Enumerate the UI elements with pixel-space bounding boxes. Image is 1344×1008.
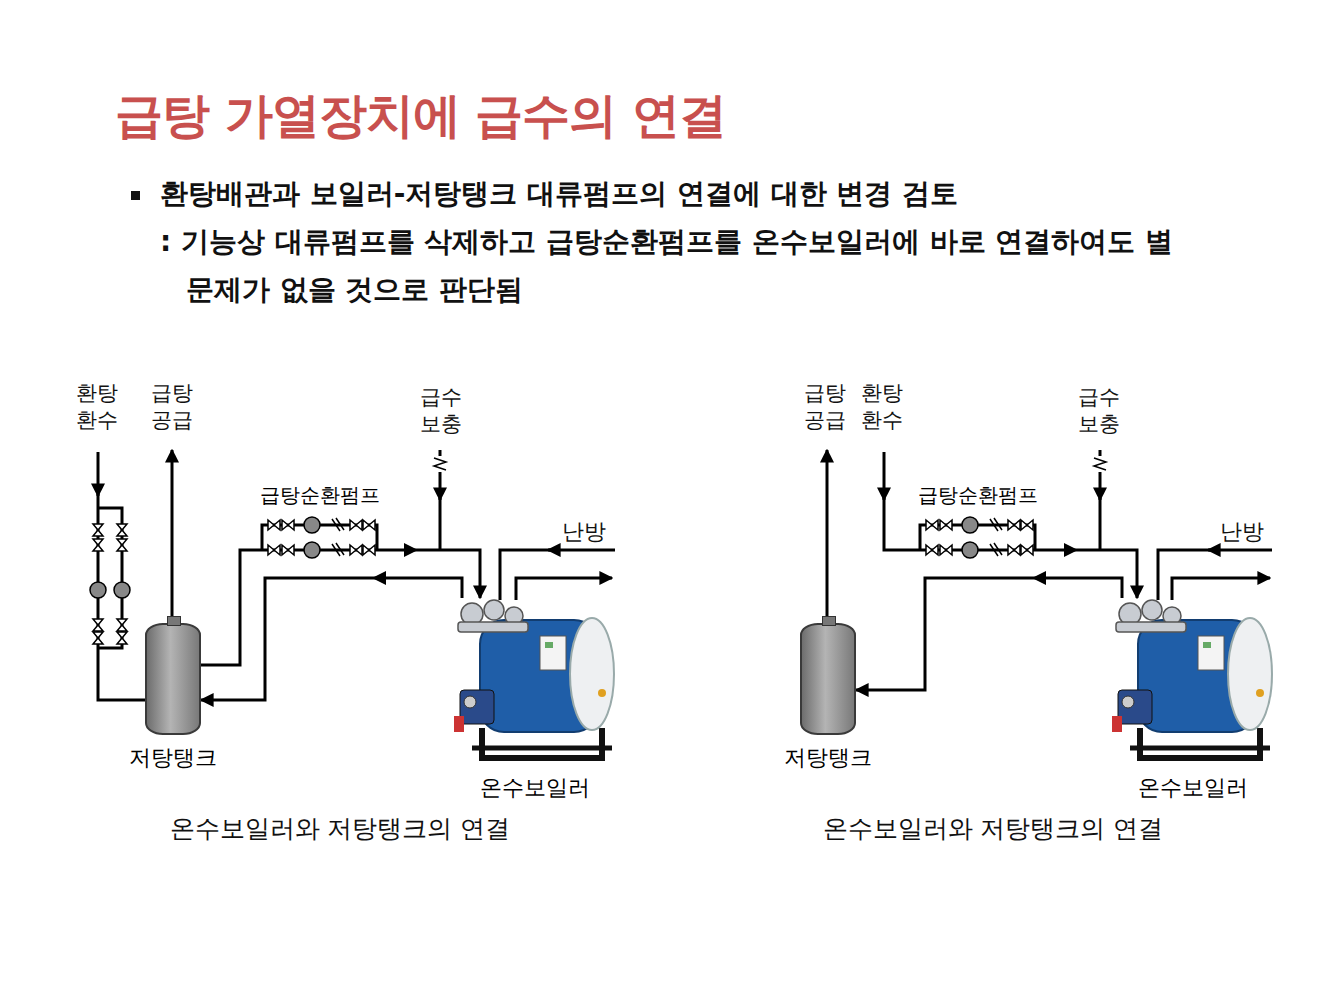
tank-nozzle (167, 616, 181, 626)
tank-nozzle (822, 616, 836, 626)
figure-caption: 온수보일러와 저탕탱크의 연결 (823, 812, 1164, 845)
boiler-node: 온수보일러 (452, 598, 617, 763)
pipe-connector (201, 550, 252, 665)
boiler-illustration (452, 598, 617, 763)
pipe-label: 난방 (1220, 517, 1264, 547)
boiler-illustration (1110, 598, 1275, 763)
slide-title: 급탕 가열장치에 급수의 연결 (115, 84, 726, 148)
tank-node: 저탕탱크 (800, 623, 856, 735)
boiler-node: 온수보일러 (1110, 598, 1275, 763)
tank-label: 저탕탱크 (784, 743, 872, 773)
pipe-connector (856, 578, 1122, 690)
tank-node: 저탕탱크 (145, 623, 201, 735)
pipe-label: 환탕 환수 (858, 380, 906, 435)
pipe-label: 환탕 환수 (73, 380, 121, 435)
tank-label: 저탕탱크 (129, 743, 217, 773)
pump-node: 급탕순환펌프 (252, 482, 387, 567)
pipe-label: 난방 (562, 517, 606, 547)
bullet-square (131, 191, 140, 200)
boiler-label: 온수보일러 (480, 773, 590, 803)
pipe-label: 급탕 공급 (148, 380, 196, 435)
bullet-text: 환탕배관과 보일러-저탕탱크 대류펌프의 연결에 대한 변경 검토 (160, 170, 958, 218)
pump-node: 급탕순환펌프 (910, 482, 1045, 567)
pipe-connector (387, 550, 480, 598)
pipe-connector (201, 578, 462, 700)
pipe-label: 급수 보충 (1075, 384, 1123, 439)
pipe-label: 급수 보충 (417, 384, 465, 439)
figure-caption: 온수보일러와 저탕탱크의 연결 (170, 812, 511, 845)
pipe-label: 급탕 공급 (801, 380, 849, 435)
pump-label: 급탕순환펌프 (908, 482, 1047, 509)
note-text: : 기능상 대류펌프를 삭제하고 급탕순환펌프를 온수보일러에 바로 연결하여도… (160, 218, 1196, 314)
boiler-label: 온수보일러 (1138, 773, 1248, 803)
pump-label: 급탕순환펌프 (250, 482, 389, 509)
